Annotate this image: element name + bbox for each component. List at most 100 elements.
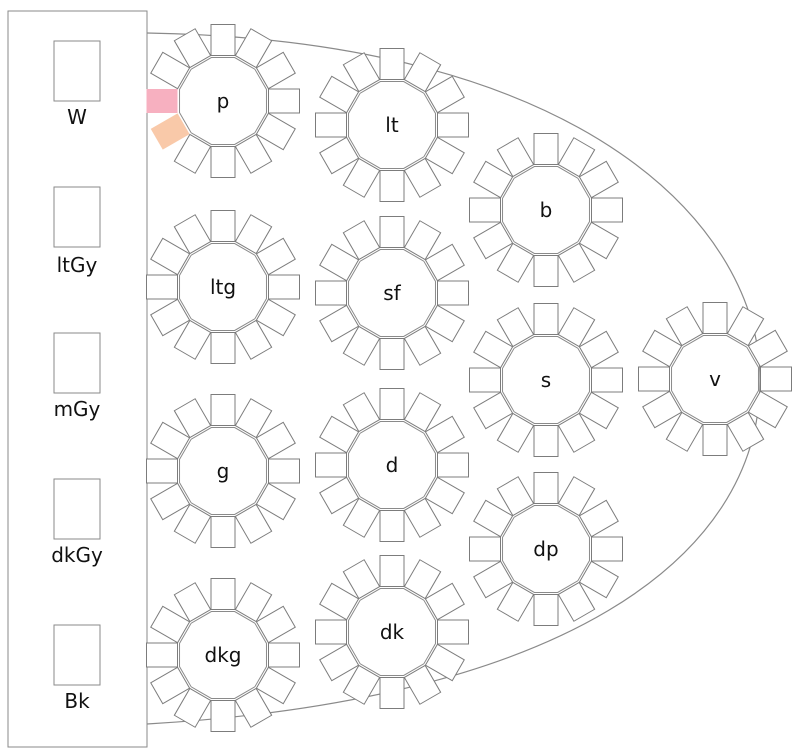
chair bbox=[702, 424, 728, 456]
legend-swatch-bk: Bk bbox=[53, 624, 101, 713]
chair bbox=[533, 133, 559, 165]
table-top bbox=[179, 243, 267, 331]
chair bbox=[747, 329, 788, 368]
chair bbox=[268, 88, 300, 114]
chair bbox=[496, 137, 535, 178]
chair bbox=[379, 510, 405, 542]
chair bbox=[533, 472, 559, 504]
chair bbox=[760, 366, 792, 392]
table-label: s bbox=[541, 368, 551, 392]
chair bbox=[403, 157, 442, 198]
table-top bbox=[179, 611, 267, 699]
chair bbox=[496, 476, 535, 517]
chair bbox=[726, 411, 765, 452]
chair bbox=[319, 476, 360, 515]
table-label: ltg bbox=[210, 275, 236, 299]
table-label: v bbox=[709, 367, 721, 391]
chair bbox=[342, 220, 381, 261]
chair bbox=[319, 243, 360, 282]
chair bbox=[424, 304, 465, 343]
chair bbox=[379, 170, 405, 202]
table-p: p bbox=[146, 24, 300, 178]
chair bbox=[210, 146, 236, 178]
table-v: v bbox=[638, 302, 792, 456]
chair bbox=[642, 390, 683, 429]
chair bbox=[437, 452, 469, 478]
table-label: dp bbox=[533, 537, 558, 561]
table-top bbox=[502, 166, 590, 254]
chair bbox=[424, 476, 465, 515]
chair bbox=[150, 605, 191, 644]
chair bbox=[591, 197, 623, 223]
chair bbox=[210, 516, 236, 548]
chair bbox=[424, 643, 465, 682]
table-top bbox=[348, 81, 436, 169]
chair bbox=[315, 280, 347, 306]
chair bbox=[255, 51, 296, 90]
table-top bbox=[502, 336, 590, 424]
swatch-ltgy bbox=[53, 186, 101, 248]
chair bbox=[150, 482, 191, 521]
chair bbox=[379, 555, 405, 587]
chair bbox=[665, 306, 704, 347]
legend-swatch-mgy: mGy bbox=[53, 332, 101, 421]
table-label: lt bbox=[385, 113, 399, 137]
chair bbox=[255, 298, 296, 337]
chair bbox=[342, 559, 381, 600]
chair bbox=[496, 242, 535, 283]
table-sf: sf bbox=[315, 216, 469, 370]
chair bbox=[403, 392, 442, 433]
chair bbox=[403, 52, 442, 93]
chair bbox=[379, 388, 405, 420]
table-dkg: dkg bbox=[146, 578, 300, 732]
table-top bbox=[348, 421, 436, 509]
table-s: s bbox=[469, 303, 623, 457]
chair bbox=[747, 390, 788, 429]
table-top bbox=[179, 427, 267, 515]
legend-swatch-ltgy: ltGy bbox=[53, 186, 101, 277]
chair bbox=[268, 458, 300, 484]
chair bbox=[557, 412, 596, 453]
chair bbox=[319, 75, 360, 114]
swatch-dkgy bbox=[53, 478, 101, 540]
chair bbox=[578, 560, 619, 599]
chair bbox=[234, 28, 273, 69]
chair bbox=[342, 497, 381, 538]
legend-panel: W ltGy mGy dkGy Bk bbox=[7, 10, 148, 748]
chair bbox=[210, 210, 236, 242]
chair bbox=[342, 157, 381, 198]
chair bbox=[403, 559, 442, 600]
swatch-label-w: W bbox=[67, 105, 87, 129]
chair bbox=[496, 412, 535, 453]
chair bbox=[210, 700, 236, 732]
chair bbox=[319, 136, 360, 175]
chair bbox=[726, 306, 765, 347]
chair bbox=[210, 24, 236, 56]
chair bbox=[342, 392, 381, 433]
chair bbox=[578, 391, 619, 430]
chair bbox=[557, 476, 596, 517]
chair bbox=[255, 112, 296, 151]
chair bbox=[234, 582, 273, 623]
table-lt: lt bbox=[315, 48, 469, 202]
chair bbox=[146, 274, 178, 300]
chair bbox=[234, 133, 273, 174]
table-label: p bbox=[217, 89, 230, 113]
chair bbox=[342, 52, 381, 93]
chair bbox=[424, 243, 465, 282]
table-top bbox=[348, 588, 436, 676]
chair bbox=[234, 398, 273, 439]
chair bbox=[403, 664, 442, 705]
chair bbox=[702, 302, 728, 334]
chair bbox=[424, 415, 465, 454]
chair bbox=[210, 578, 236, 610]
table-dp: dp bbox=[469, 472, 623, 626]
chair bbox=[379, 48, 405, 80]
chair bbox=[210, 394, 236, 426]
chair bbox=[319, 304, 360, 343]
chair bbox=[557, 242, 596, 283]
chair bbox=[255, 482, 296, 521]
table-label: d bbox=[386, 453, 399, 477]
table-label: dk bbox=[380, 620, 405, 644]
